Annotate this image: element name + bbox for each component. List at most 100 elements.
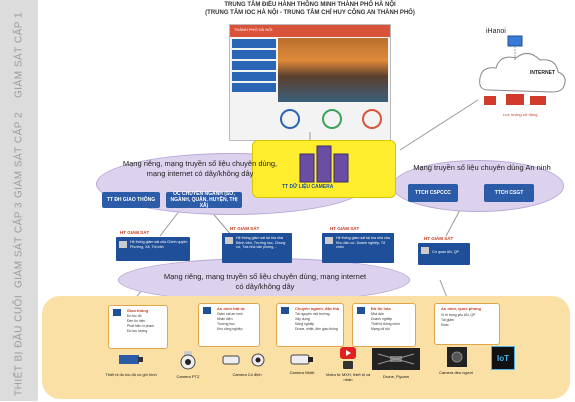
social-video-icon [340,347,356,369]
portal-stat-circle [322,109,342,129]
endpoint-item-list: Giám sát an ninh Nhận diện Trường học Kh… [217,312,243,332]
device-label: Drone, Flycam [382,374,409,379]
endpoint-category-title: Đô thị hóa [371,306,391,311]
portal-header: THÀNH PHỐ HÀ NỘI [230,25,390,37]
endpoint-item: Phát hiện vi phạm [127,324,155,328]
monitor-icon [421,247,429,254]
endpoint-item: Đo lưu lượng [127,329,148,333]
endpoint-item-list: Vị trí trọng yếu AN, QP Tại giám Khác [441,313,475,328]
device-label: Camera Nhiệt [289,370,315,375]
portal-menu-item [232,50,276,59]
ihanoi-label: iHanoi [486,28,506,35]
monitor-icon [119,241,127,248]
endpoint-category-title: An ninh trật tự [217,306,245,311]
endpoint-item: Mạng xã hội [371,327,390,331]
device-label: Video từ MXH, thiết bị cá nhân [325,372,371,382]
monitoring-system-card: Cơ quan AN, QP [418,243,470,265]
endpoint-item: Khác [441,323,449,327]
monitoring-system-title: HT GIÁM SÁT [424,236,454,241]
portal-stat-circle [280,109,300,129]
datacenter-label: TT DỮ LIỆU CAMERA [282,184,334,190]
level-band-4: THIẾT BỊ ĐẦU CUỐI [0,290,38,402]
monitoring-system-title: HT GIÁM SÁT [230,226,260,231]
endpoint-item: Đo tốc độ [127,314,142,318]
endpoint-item: Đèn tín hiệu [127,319,146,323]
monitoring-system-text: Hệ thống giám sát tại tòa nhà của Khu dâ… [336,236,390,249]
monitoring-system-card: Hệ thống giám sát của Chính quyền Phường… [116,237,190,261]
endpoint-category-title: Giao thông [127,308,149,313]
fire-police-command-box: TTCH CSPCCC [408,184,458,202]
category-icon [113,309,121,316]
server-rack-icon [299,145,349,183]
iot-icon: IoT [491,346,515,370]
device-label: Camera đeo người [439,370,473,375]
endpoint-category-card: Chuyên ngành, đặc thù Tài nguyên môi trư… [276,303,344,347]
endpoint-item: Khu công nghiệp [217,327,243,331]
endpoint-item: Nông nghiệp [295,322,315,326]
endpoint-item: Thiết bị thông minh [371,322,400,326]
portal-menu-item [232,61,276,70]
response-forces-label: Lực lượng xử động [503,112,538,117]
portal-city-photo [278,38,388,102]
endpoint-item-list: Đo tốc độ Đèn tín hiệu Phát hiện vi phạm… [127,314,154,334]
traffic-police-command-box: TTCH CSGT [484,184,534,202]
level2-left-network-label: Mạng riêng, mạng truyền số liệu chuyên d… [122,159,278,178]
endpoint-item-list: Tài nguyên môi trường Xây dựng Nông nghi… [295,312,338,332]
endpoint-item: Tài nguyên môi trường [295,312,330,316]
fixed-camera-icon [222,353,265,367]
monitor-icon [325,237,333,244]
monitor-icon [225,237,233,244]
monitoring-system-text: Hệ thống giám sát tại tòa nhà Bệnh viện,… [236,236,286,249]
endpoint-category-card: An ninh, quốc phòng Vị trí trọng yếu AN,… [434,303,500,345]
endpoint-item-list: Nhà dân Doanh nghiệp Thiết bị thông minh… [371,312,400,332]
monitoring-system-card: Hệ thống giám sát tại tòa nhà Bệnh viện,… [222,233,292,263]
endpoint-item: Tại giám [441,318,455,322]
monitoring-system-card: Hệ thống giám sát tại tòa nhà của Khu dâ… [322,233,394,263]
body-camera-icon [447,347,467,367]
endpoint-item: Giám sát an ninh [217,312,243,316]
endpoint-item: Trường học [217,322,235,326]
level3-network [118,258,410,302]
device-label: Thiết bị đo tốc độ có ghi hình [105,372,157,377]
portal-stat-circle [362,109,382,129]
drone-icon [372,348,420,370]
endpoint-category-title: Chuyên ngành, đặc thù [295,306,340,311]
iot-label: IoT [497,353,509,363]
level2-right-network-label: Mạng truyền số liệu chuyên dùng An ninh [413,163,551,172]
endpoint-item: Doanh nghiệp [371,317,393,321]
level-band-1: GIÁM SÁT CẤP 1 [0,0,38,111]
endpoint-category-title: An ninh, quốc phòng [441,306,481,311]
endpoint-item: Vị trí trọng yếu AN, QP [441,313,476,317]
endpoint-item: Nhà dân [371,312,384,316]
endpoint-item: Drone, nhiệt, đèn giao thông [295,327,338,331]
level-band-3: GIÁM SÁT CẤP 3 [0,200,38,291]
monitoring-system-title: HT GIÁM SÁT [120,230,150,235]
category-icon [281,307,289,314]
endpoint-category-card: An ninh trật tự Giám sát an ninh Nhận di… [198,303,260,347]
monitoring-system-text: Cơ quan AN, QP [432,250,459,254]
endpoint-item: Xây dựng [295,317,310,321]
level-band-2: GIÁM SÁT CẤP 2 [0,110,38,201]
ioc-portal-screenshot: THÀNH PHỐ HÀ NỘI [229,24,391,141]
specialized-oc-box: OC CHUYÊN NGÀNH (SỞ, NGÀNH, QUẬN, HUYỆN,… [166,191,242,209]
cloud-network-graphic [479,35,566,105]
monitoring-system-text: Hệ thống giám sát của Chính quyền Phường… [130,240,188,249]
endpoint-item: Nhận diện [217,317,233,321]
ptz-camera-icon [180,351,196,370]
endpoint-category-card: Đô thị hóa Nhà dân Doanh nghiệp Thiết bị… [352,303,416,347]
level3-network-label: Mạng riêng, mạng truyền số liệu chuyên d… [163,272,367,291]
diagram-title: TRUNG TÂM ĐIỀU HÀNH THÔNG MINH THÀNH PHỐ… [224,2,396,8]
device-label: Camera PTZ [176,374,200,379]
category-icon [203,307,211,314]
category-icon [357,307,365,314]
traffic-center-box: TT ĐH GIAO THÔNG [102,192,160,208]
device-label: Camera Cố định [232,372,262,377]
portal-menu-item [232,72,276,81]
monitoring-system-title: HT GIÁM SÁT [330,226,360,231]
portal-menu-item [232,39,276,48]
portal-menu [232,39,276,94]
diagram-subtitle: (TRUNG TÂM IOC HÀ NỘI - TRUNG TÂM CHỈ HU… [205,10,415,16]
endpoint-category-card: Giao thông Đo tốc độ Đèn tín hiệu Phát h… [108,305,168,349]
portal-menu-item [232,83,276,92]
internet-label: INTERNET [530,70,555,76]
